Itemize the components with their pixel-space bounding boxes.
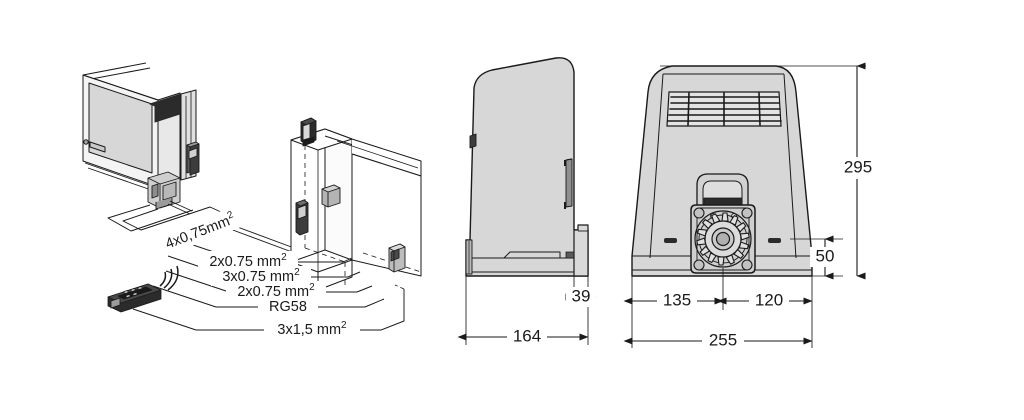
photocell-post-left [186, 141, 200, 176]
cable-label-3x15-sup: 2 [341, 320, 347, 331]
gate-pillar-structure [290, 128, 422, 291]
pinion-gear [690, 204, 756, 274]
dim-120-label: 120 [755, 290, 783, 309]
cable-label-4x075-sup: 2 [226, 209, 236, 221]
dim-255: 255 [623, 330, 813, 351]
svg-text:3x0,75 mm2: 3x0,75 mm2 [222, 267, 300, 285]
photocell-wall [388, 243, 406, 273]
svg-text:2x0,75 mm2: 2x0,75 mm2 [209, 252, 287, 270]
dim-50-label: 50 [816, 246, 835, 265]
cable-label-2x075-b-text: 2x0,75 mm [237, 284, 309, 300]
svg-text:2x0,75 mm2: 2x0,75 mm2 [237, 282, 315, 300]
cable-label-2x075-b-sup: 2 [309, 282, 315, 293]
cable-label-3x15: 3x1,5 mm2 [264, 319, 360, 340]
isometric-installation-diagram: 4x0,75mm2 2x0,75 mm2 3x0,75 mm2 2x0,75 m… [82, 62, 422, 340]
dim-135: 135 [623, 290, 724, 311]
dim-255-label: 255 [709, 330, 737, 349]
flashing-lamp [300, 117, 317, 147]
remote-control [107, 265, 179, 313]
cable-label-3x075-text: 3x0,75 mm [222, 269, 294, 285]
front-view-extension-lines [631, 65, 866, 348]
side-view-body [465, 57, 589, 277]
ventilation-grille [666, 91, 782, 127]
front-elevation-view: 295 50 135 120 255 [623, 62, 878, 351]
cable-label-2x075-a-sup: 2 [281, 252, 287, 263]
cable-label-3x15-text: 3x1,5 mm [277, 322, 341, 338]
sliding-gate-leaf [82, 62, 197, 193]
cable-label-rg58-text: RG58 [269, 299, 307, 315]
key-switch [321, 184, 341, 208]
cable-label-rg58: RG58 [258, 296, 318, 316]
dim-164: 164 [457, 326, 589, 347]
dim-39: 39 [565, 286, 597, 307]
dim-295-label: 295 [844, 157, 872, 176]
cable-label-2x075-a-text: 2x0,75 mm [209, 254, 281, 270]
radio-wave-icon [159, 265, 179, 291]
photocell-pillar [295, 199, 309, 236]
cable-label-3x075-sup: 2 [294, 267, 300, 278]
dim-164-label: 164 [513, 326, 541, 345]
gate-operator-unit [147, 171, 181, 210]
front-view-side-slots [664, 238, 781, 243]
svg-text:RG58: RG58 [269, 299, 307, 315]
dim-50: 50 [810, 235, 840, 280]
cable-routing-lines [107, 204, 405, 331]
dim-135-label: 135 [663, 290, 691, 309]
dim-120: 120 [717, 290, 813, 311]
svg-text:3x1,5 mm2: 3x1,5 mm2 [277, 320, 347, 338]
side-elevation-view: 39 164 [457, 57, 597, 347]
dim-295: 295 [838, 62, 878, 280]
dim-39-label: 39 [572, 286, 591, 305]
